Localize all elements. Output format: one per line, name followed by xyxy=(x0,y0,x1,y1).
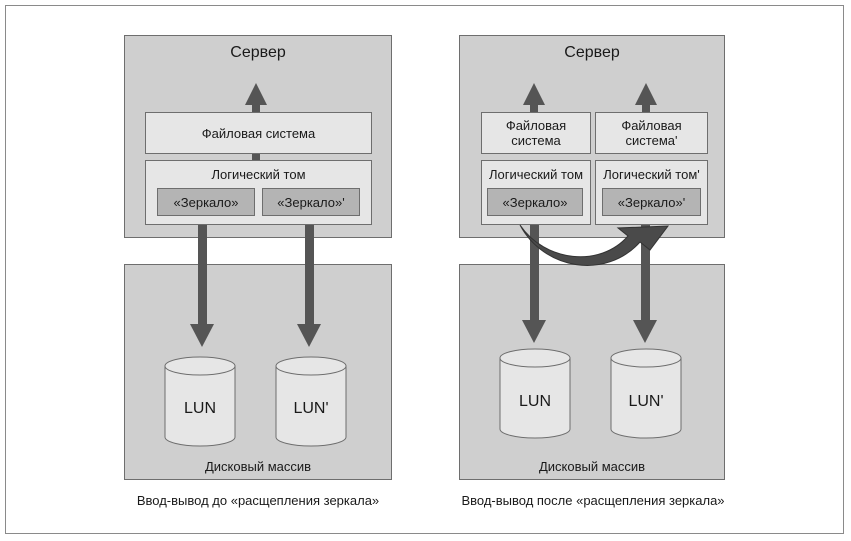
right-logical-volume-1-label: Логический том xyxy=(488,167,584,182)
left-lun-cylinder xyxy=(164,356,236,447)
right-up-arrow-2 xyxy=(635,83,657,113)
left-lun-prime-cylinder xyxy=(275,356,347,447)
left-caption: Ввод-вывод до «расщепления зеркала» xyxy=(136,493,380,508)
right-filesystem-1-box: Файловая система xyxy=(481,112,591,154)
left-mirror-1: «Зеркало» xyxy=(157,188,255,216)
left-down-arrow-2 xyxy=(297,222,321,347)
left-logical-volume-label: Логический том xyxy=(211,167,306,182)
right-lun-prime-label: LUN' xyxy=(628,393,664,410)
left-server-title: Сервер xyxy=(230,44,286,61)
right-down-arrow-2 xyxy=(633,222,657,343)
left-disk-array-title: Дисковый массив xyxy=(204,459,312,474)
right-logical-volume-2-label: Логический том' xyxy=(603,167,700,182)
right-up-arrow-1 xyxy=(523,83,545,113)
right-lun-prime-cylinder xyxy=(610,348,682,439)
left-mirror-2: «Зеркало»' xyxy=(262,188,360,216)
right-server-title: Сервер xyxy=(564,44,620,61)
left-lun-label: LUN xyxy=(183,400,216,417)
right-lun-label: LUN xyxy=(518,393,551,410)
right-caption: Ввод-вывод после «расщепления зеркала» xyxy=(461,493,725,508)
right-filesystem-2-box: Файловая система' xyxy=(595,112,708,154)
right-down-arrow-1 xyxy=(522,222,546,343)
left-disk-array-box: Дисковый массив xyxy=(124,264,392,480)
right-mirror-2: «Зеркало»' xyxy=(602,188,701,216)
right-disk-array-title: Дисковый массив xyxy=(538,459,646,474)
right-lun-cylinder xyxy=(499,348,571,439)
left-lun-prime-label: LUN' xyxy=(293,400,329,417)
left-down-arrow-1 xyxy=(190,222,214,347)
left-filesystem-box: Файловая система xyxy=(145,112,372,154)
right-mirror-1: «Зеркало» xyxy=(487,188,583,216)
